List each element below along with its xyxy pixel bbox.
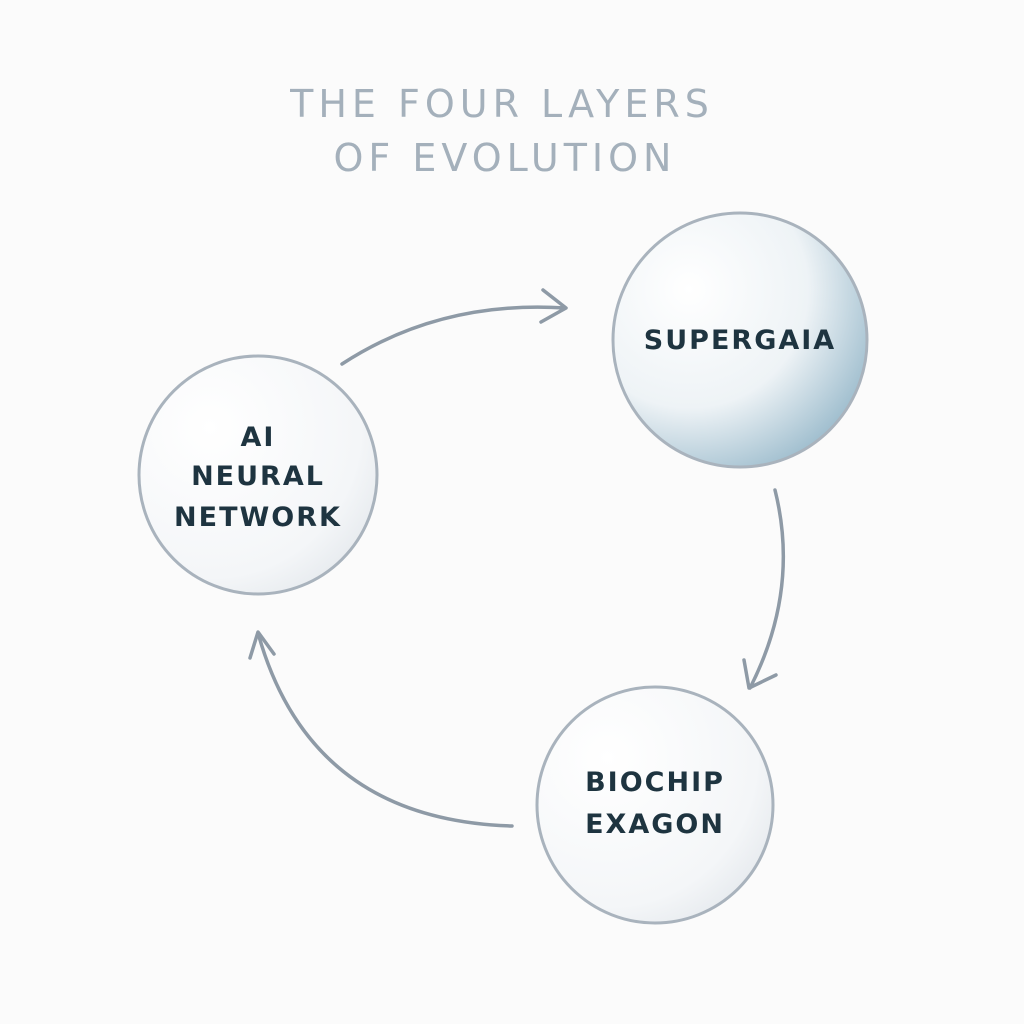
arrow-ai-to-supergaia: [340, 288, 568, 366]
biochip-label-line-1: BIOCHIP: [585, 767, 725, 798]
arrow-supergaia-to-biochip: [742, 488, 786, 690]
title-line-2: OF EVOLUTION: [334, 136, 677, 180]
arrow-biochip-to-ai: [248, 630, 514, 828]
ai-label-line-2: NEURAL: [191, 461, 325, 492]
supergaia-circle: [611, 211, 869, 469]
node-supergaia: SUPERGAIA: [611, 211, 869, 469]
biochip-label-line-2: EXAGON: [585, 809, 725, 840]
node-biochip-exagon: BIOCHIP EXAGON: [535, 685, 775, 925]
ai-label-line-3: NETWORK: [174, 502, 342, 533]
title-line-1: THE FOUR LAYERS: [289, 82, 714, 126]
supergaia-label: SUPERGAIA: [644, 325, 836, 356]
ai-label-line-1: AI: [241, 422, 276, 453]
node-ai-neural-network: AI NEURAL NETWORK: [137, 354, 379, 596]
ai-circle: [137, 354, 379, 596]
biochip-circle: [535, 685, 775, 925]
